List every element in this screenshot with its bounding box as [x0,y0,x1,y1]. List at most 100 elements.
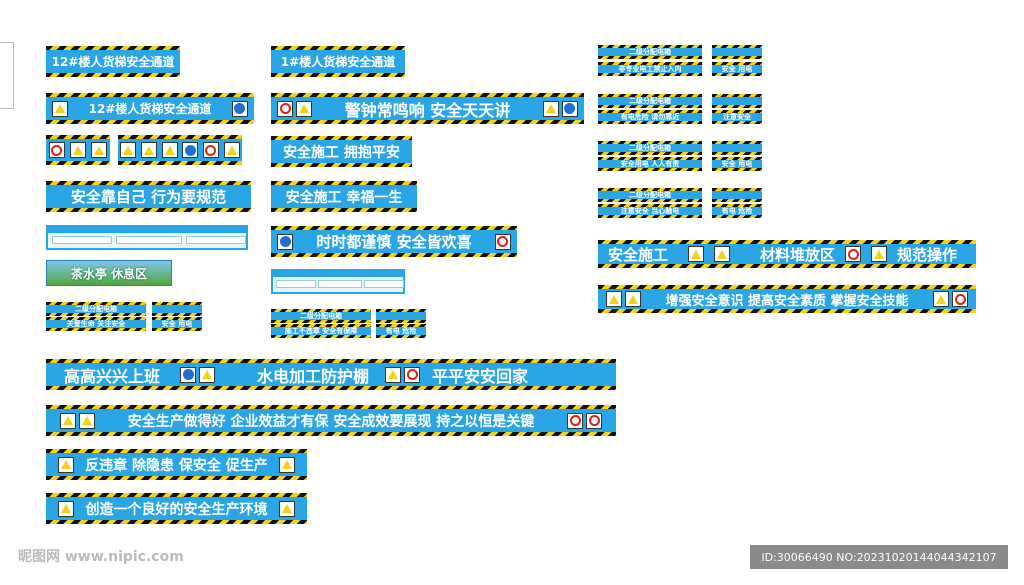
rest-area-text: 茶水亭 休息区 [70,266,148,281]
mini-text: 安全 用电 [721,65,753,73]
sign-elevator-12-icons: 12#楼人货梯安全通道 [46,93,254,124]
mini-sign [152,302,202,316]
no-smoking-icon [494,233,511,250]
sign-material-area: 安全施工 材料堆放区 规范操作 [598,240,976,268]
no-smoking-icon [404,366,421,383]
sign-anti-violation: 反违章 除隐患 保安全 促生产 [46,449,307,480]
mini-sign: 注意安全 [712,110,762,124]
mini-sign [712,141,762,155]
sign-text: 水电加工防护棚 [257,366,370,386]
sign-safety-self: 安全靠自己 行为要规范 [46,181,251,212]
mini-sign: 注意安全 当心触电 [598,204,702,218]
mini-text: 安全 用电 [161,320,193,328]
warning-icon [79,412,95,429]
no-entry-icon [48,142,65,158]
warning-icon [625,291,641,307]
warning-icon [60,412,76,429]
notice-board [271,269,405,294]
sign-construction-happy: 安全施工 幸福一生 [271,181,417,212]
helmet-icon [277,233,293,250]
warning-icon [52,100,68,117]
sign-text: 12#楼人货梯安全通道 [88,102,212,116]
sign-icon-strip-2 [118,135,242,165]
sign-text: 警钟常鸣响 安全天天讲 [344,100,511,120]
mini-sign: 安全 用电 [712,157,762,171]
mini-text: 二级分配电箱 [629,48,671,56]
warning-icon [279,456,295,473]
mini-sign: 有电 危险 [712,204,762,218]
sign-construction-peace: 安全施工 拥抱平安 [271,136,412,167]
mini-text: 有电危险 请勿靠近 [620,113,680,121]
helmet-icon [180,366,197,383]
mini-text: 关爱生命 关注安全 [66,320,126,328]
mini-text: 有电 危险 [721,207,753,215]
sign-text: 增强安全意识 提高安全素质 掌握安全技能 [665,293,909,309]
sign-alarm: 警钟常鸣响 安全天天讲 [271,93,584,124]
mini-text: 施工不违章 安全有保障 [284,327,358,335]
mini-text: 注意安全 当心触电 [620,207,680,215]
mini-sign [712,94,762,108]
sign-text: 安全施工 拥抱平安 [283,144,400,161]
warning-icon [871,246,888,262]
warning-icon [606,291,622,307]
sign-text: 安全施工 [608,245,669,264]
no-smoking-icon [567,412,583,429]
warning-icon [714,246,731,262]
no-smoking-icon [202,142,219,158]
no-smoking-icon [952,291,968,307]
mini-sign: 二级分配电箱 [46,302,146,316]
mini-sign: 二级分配电箱 [271,309,371,323]
no-entry-icon [586,412,602,429]
mini-sign: 关爱生命 关注安全 [46,317,146,331]
mini-text: 注意安全 [723,113,751,121]
sign-cautious: 时时都谨慎 安全皆欢喜 [271,226,517,257]
warning-icon [91,142,108,158]
mini-sign [712,188,762,202]
image-id-bar: ID:30066490 NO:20231020144044342107 [750,545,1008,569]
sign-text: 安全生产做得好 企业效益才有保 安全成效要展现 持之以恒是关键 [127,413,535,430]
warning-icon [199,366,216,383]
sign-text: 高高兴兴上班 [64,366,161,386]
warning-icon [161,142,178,158]
mini-text: 二级分配电箱 [300,312,342,320]
mini-sign: 施工不违章 安全有保障 [271,324,371,338]
warning-icon [279,500,295,517]
sign-text: 创造一个良好的安全生产环境 [85,501,268,518]
sign-elevator-12: 12#楼人货梯安全通道 [46,46,180,77]
sign-environment: 创造一个良好的安全生产环境 [46,493,307,524]
mini-sign [712,45,762,59]
warning-icon [58,500,74,517]
mini-sign: 安全 用电 [712,62,762,76]
mini-text: 二级分配电箱 [629,144,671,152]
sign-text: 平平安安回家 [432,366,529,386]
helmet-icon [182,142,199,158]
mini-sign: 二级分配电箱 [598,45,702,59]
sign-safety-awareness: 增强安全意识 提高安全素质 掌握安全技能 [598,285,976,313]
mini-sign: 非专业电工禁止入内 [598,62,702,76]
mini-text: 安全 用电 [721,160,753,168]
warning-icon [223,142,240,158]
warning-icon [140,142,157,158]
sign-text: 1#楼人货梯安全通道 [280,55,396,69]
mini-sign: 安全用电 人人有责 [598,157,702,171]
mini-text: 二级分配电箱 [629,191,671,199]
warning-icon [296,100,312,117]
sign-text: 材料堆放区 [760,245,836,264]
warning-icon [120,142,137,158]
mini-text: 有电 危险 [385,327,417,335]
watermark: 昵图网 www.nipic.com [18,549,184,565]
mini-sign: 二级分配电箱 [598,188,702,202]
crop-bracket [0,42,14,109]
sign-text: 时时都谨慎 安全皆欢喜 [316,233,472,251]
warning-icon [933,291,949,307]
mini-sign: 二级分配电箱 [598,94,702,108]
helmet-icon [561,100,578,117]
rest-area-sign: 茶水亭 休息区 [46,260,172,286]
mini-text: 二级分配电箱 [629,97,671,105]
helmet-icon [231,100,248,117]
warning-icon [58,456,74,473]
mini-text: 二级分配电箱 [75,305,117,313]
no-smoking-icon [277,100,293,117]
sign-elevator-1: 1#楼人货梯安全通道 [271,46,405,77]
sign-text: 规范操作 [897,245,958,264]
